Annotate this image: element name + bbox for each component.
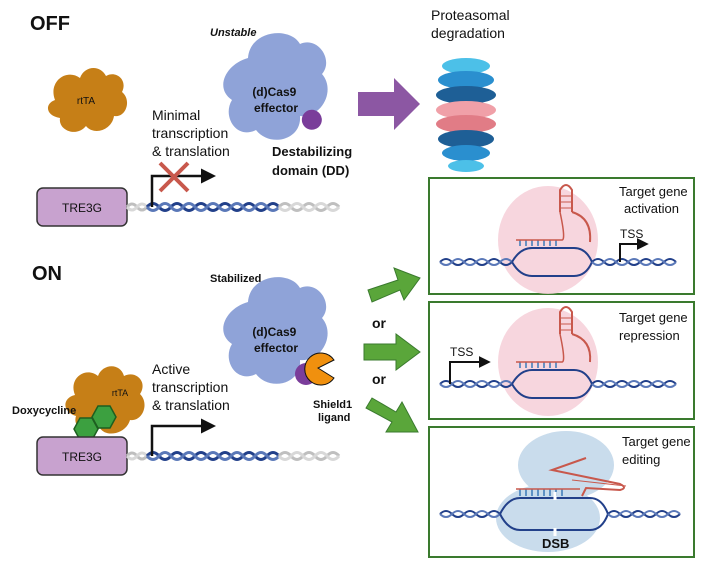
- tss-label-repression: TSS: [450, 345, 473, 359]
- panel-editing: Target gene editing DSB: [428, 426, 695, 558]
- tss-label-activation: TSS: [620, 227, 643, 241]
- cas9-effector-on: (d)Cas9 effector: [223, 277, 328, 384]
- cas9-effector-off: (d)Cas9 effector: [223, 33, 328, 140]
- minimal-transcription-label: Minimal transcription & translation: [152, 107, 232, 159]
- cas9-label-off: (d)Cas9 effector: [252, 85, 299, 115]
- panel-repression: Target gene repression TSS: [428, 301, 695, 420]
- dna-strand-on: [125, 451, 341, 461]
- off-title: OFF: [30, 13, 70, 35]
- unstable-label: Unstable: [210, 27, 256, 39]
- tre3g-label-off: TRE3G: [62, 201, 102, 215]
- panel-activation: Target gene activation TSS: [428, 177, 695, 295]
- dna-strand-off: [125, 202, 341, 212]
- rtta-label-off: rtTA: [77, 96, 95, 107]
- promoter-arrow-off: [150, 168, 216, 207]
- shield1-ligand-icon: [304, 352, 335, 386]
- rtta-label-on: rtTA: [112, 388, 128, 398]
- activation-title: Target gene activation: [619, 184, 691, 216]
- doxycycline-label: Doxycycline: [12, 405, 76, 417]
- dsb-label: DSB: [542, 536, 569, 551]
- proteasome-label: Proteasomal degradation: [431, 7, 513, 41]
- tss-arrow-repression: [449, 356, 491, 384]
- stabilized-label: Stabilized: [210, 273, 261, 285]
- red-cross-icon: [158, 161, 190, 193]
- proteasome-icon: [436, 58, 496, 172]
- cas9-label-on: (d)Cas9 effector: [252, 325, 299, 355]
- tre3g-promoter-on: TRE3G: [36, 436, 128, 476]
- tre3g-label-on: TRE3G: [62, 450, 102, 464]
- on-title: ON: [32, 263, 62, 285]
- green-arrow-editing: [365, 397, 419, 433]
- or-label-1: or: [372, 315, 387, 331]
- tre3g-promoter-off: TRE3G: [36, 187, 128, 227]
- active-transcription-label: Active transcription & translation: [152, 361, 232, 413]
- green-arrow-repression: [363, 333, 421, 371]
- degradation-arrow: [358, 78, 420, 130]
- promoter-arrow-on: [150, 418, 216, 456]
- repression-title: Target gene repression: [619, 310, 691, 343]
- doxycycline-icon: [73, 405, 117, 441]
- or-label-2: or: [372, 371, 387, 387]
- rtta-protein-on: rtTA: [65, 366, 145, 434]
- dd-label: Destabilizing domain (DD): [272, 144, 356, 178]
- shield1-label: Shield1 ligand: [313, 399, 355, 424]
- rtta-protein-off: rtTA: [47, 67, 128, 132]
- editing-title: Target gene editing: [622, 434, 694, 467]
- tss-arrow-activation: [619, 238, 649, 262]
- green-arrow-activation: [367, 267, 421, 303]
- dna-gray-left-off: [125, 202, 149, 212]
- destabilizing-domain: [301, 109, 322, 130]
